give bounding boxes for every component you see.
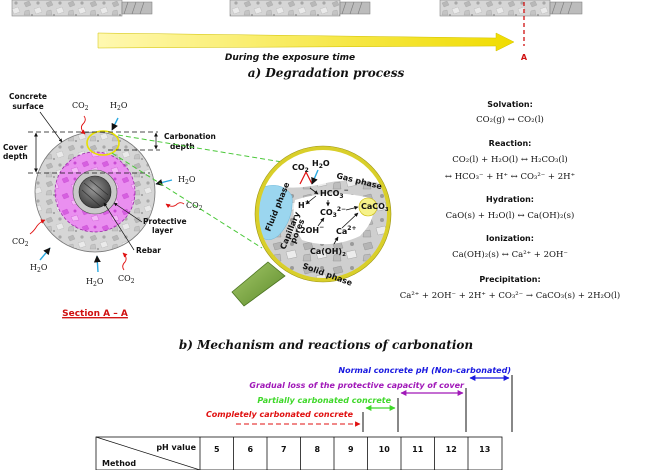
svg-text:CaCO3: CaCO3: [361, 202, 389, 213]
fluid-phase-region: [257, 185, 293, 241]
degradation-caption: a) Degradation process: [248, 66, 405, 80]
concrete-specimen-3: [439, 0, 583, 46]
svg-text:Carbonation: Carbonation: [164, 132, 216, 141]
svg-text:H2O: H2O: [312, 159, 330, 170]
zoom-caco3-precipitate: CaCO3: [358, 197, 389, 217]
svg-text:Cover: Cover: [3, 143, 28, 152]
method-header-label: Method: [102, 459, 136, 468]
svg-text:CO2: CO2: [118, 274, 135, 285]
ph-value-6: 6: [247, 445, 253, 454]
ph-value-7: 7: [281, 445, 287, 454]
svg-text:CO2: CO2: [72, 101, 89, 112]
reaction-title-hydration: Hydration:: [486, 195, 534, 204]
svg-text:H2O: H2O: [110, 101, 128, 112]
reaction-eq-solvation: CO₂(g) ↔ CO₂(l): [476, 114, 544, 125]
carbonation-depth-dimension: Carbonation depth: [154, 132, 216, 151]
zoom-caoh-label: Ca(OH)2: [310, 247, 346, 258]
svg-text:surface: surface: [12, 102, 43, 111]
completely-carbonated-range: Completely carbonated concrete: [206, 410, 361, 427]
gradual-loss-range: Gradual loss of the protective capacity …: [249, 381, 465, 396]
reaction-eq-precipitation: Ca²⁺ + 2OH⁻ + 2H⁺ + CO₃²⁻ → CaCO₃(s) + 2…: [400, 290, 620, 301]
concrete-surface-label: Concrete: [9, 92, 47, 101]
section-panel: Cover depth Carbonation depth Concrete s…: [3, 92, 216, 319]
svg-text:depth: depth: [3, 152, 28, 161]
concrete-specimen-2: [229, 0, 371, 17]
reaction-title-ionization: Ionization:: [486, 234, 534, 243]
zoom-oh-label: 2OH−: [300, 224, 324, 235]
svg-text:Partially carbonated concrete: Partially carbonated concrete: [257, 396, 391, 405]
ph-value-9: 9: [348, 445, 354, 454]
species-co2-top: CO2: [72, 101, 89, 135]
svg-text:Completely carbonated concrete: Completely carbonated concrete: [206, 410, 354, 419]
species-h2o-bottom-left: H2O: [30, 247, 51, 274]
ph-value-table: pH value Method 5 6 7 8 9 10 11 12 13: [95, 436, 503, 470]
section-title: Section A – A: [62, 309, 128, 319]
species-co2-left: CO2: [12, 219, 46, 248]
reaction-title-precipitation: Precipitation:: [479, 275, 540, 284]
zoom-co3-label: CO32−: [320, 206, 346, 219]
svg-text:CO2: CO2: [12, 237, 29, 248]
svg-text:H2O: H2O: [178, 175, 196, 186]
zoom-co2-h2o: CO2 H2O: [292, 159, 330, 185]
species-h2o-top: H2O: [110, 101, 128, 131]
svg-text:Gradual loss of the protective: Gradual loss of the protective capacity …: [249, 381, 465, 390]
reactions-panel: Solvation: CO₂(g) ↔ CO₂(l) Reaction: CO₂…: [400, 100, 620, 301]
reaction-eq-reaction: CO₂(l) + H₂O(l) ↔ H₂CO₃(l): [452, 154, 567, 165]
ph-value-5: 5: [214, 445, 220, 454]
partially-carbonated-range: Partially carbonated concrete: [257, 396, 396, 411]
reaction-eq-ionization: Ca(OH)₂(s) ↔ Ca²⁺ + 2OH⁻: [452, 249, 568, 260]
section-marker-label: A: [521, 53, 528, 62]
ph-value-11: 11: [412, 445, 424, 454]
reaction-title-solvation: Solvation:: [487, 100, 533, 109]
species-co2-bottom: CO2: [118, 252, 135, 285]
mechanism-caption: b) Mechanism and reactions of carbonatio…: [179, 338, 473, 352]
species-co2-right: CO2: [165, 201, 203, 212]
magnifier-ring: [255, 146, 391, 282]
protective-layer-label: Protective: [143, 217, 187, 226]
magnifier-handle: [231, 261, 286, 307]
ph-header-label: pH value: [156, 443, 196, 452]
zoom-target-circle: [86, 130, 120, 156]
ph-value-13: 13: [479, 445, 490, 454]
zoom-ca-label: Ca2+: [336, 225, 356, 236]
ph-scale-panel: Normal concrete pH (Non-carbonated) Grad…: [95, 366, 513, 470]
ph-value-12: 12: [446, 445, 457, 454]
svg-text:H2O: H2O: [30, 263, 48, 274]
reaction-eq-hydration: CaO(s) + H₂O(l) ↔ Ca(OH)₂(s): [446, 210, 575, 221]
svg-text:depth: depth: [170, 142, 195, 151]
species-h2o-right: H2O: [155, 175, 196, 186]
ph-value-8: 8: [314, 445, 320, 454]
svg-text:Normal concrete pH (Non-carbon: Normal concrete pH (Non-carbonated): [338, 366, 511, 375]
exposure-time-arrow: During the exposure time: [97, 32, 515, 63]
cover-depth-dimension: Cover depth: [3, 132, 38, 173]
concrete-specimen-1: [11, 0, 153, 17]
svg-text:layer: layer: [152, 226, 173, 235]
species-h2o-bottom: H2O: [86, 255, 104, 288]
degradation-panel: During the exposure time A a) Degradatio…: [11, 0, 583, 80]
ph-value-10: 10: [379, 445, 391, 454]
svg-text:CO2: CO2: [292, 163, 309, 174]
magnifier: Gas phase Fluid phase Capillary pores So…: [231, 145, 392, 307]
reaction-title-reaction: Reaction:: [489, 139, 532, 148]
normal-ph-range: Normal concrete pH (Non-carbonated): [338, 366, 511, 381]
zoom-hco3-label: HCO3−: [320, 187, 349, 200]
svg-text:CO2: CO2: [186, 201, 203, 212]
rebar-label: Rebar: [136, 246, 161, 255]
exposure-time-label: During the exposure time: [225, 53, 355, 63]
reaction-eq-reaction-2: ↔ HCO₃⁻ + H⁺ ↔ CO₃²⁻ + 2H⁺: [445, 172, 575, 182]
svg-text:H2O: H2O: [86, 277, 104, 288]
